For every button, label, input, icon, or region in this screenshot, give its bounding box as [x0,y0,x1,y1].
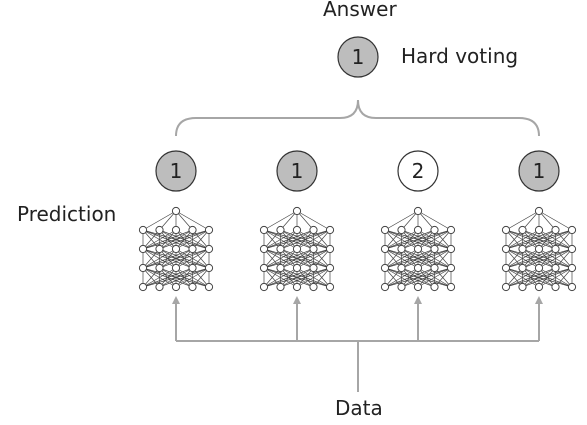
prediction-circles: 1 1 2 1 1 [155,36,560,192]
arrowhead-icon [414,296,422,304]
neural-network-icon-3 [380,206,456,292]
hard-voting-label: Hard voting [401,44,519,68]
prediction-circle-4-value: 1 [533,159,546,183]
prediction-circle-3: 2 [397,150,439,192]
prediction-circle-4: 1 [518,150,560,192]
neural-networks [138,206,577,292]
data-label: Data [335,396,383,420]
neural-network-icon-1 [138,206,214,292]
prediction-circle-2: 1 [276,150,318,192]
neural-network-icon-4 [501,206,577,292]
neural-network-icon-2 [259,206,335,292]
arrowhead-icon [293,296,301,304]
prediction-label: Prediction [17,202,117,226]
answer-circle-value: 1 [352,45,365,69]
answer-circle: 1 [337,36,379,78]
prediction-circle-1: 1 [155,150,197,192]
connectors [172,99,543,392]
voting-brace [175,99,540,137]
prediction-circle-2-value: 1 [291,159,304,183]
answer-label: Answer [323,0,397,21]
arrowhead-icon [535,296,543,304]
prediction-circle-3-value: 2 [412,159,425,183]
prediction-circle-1-value: 1 [170,159,183,183]
arrowhead-icon [172,296,180,304]
